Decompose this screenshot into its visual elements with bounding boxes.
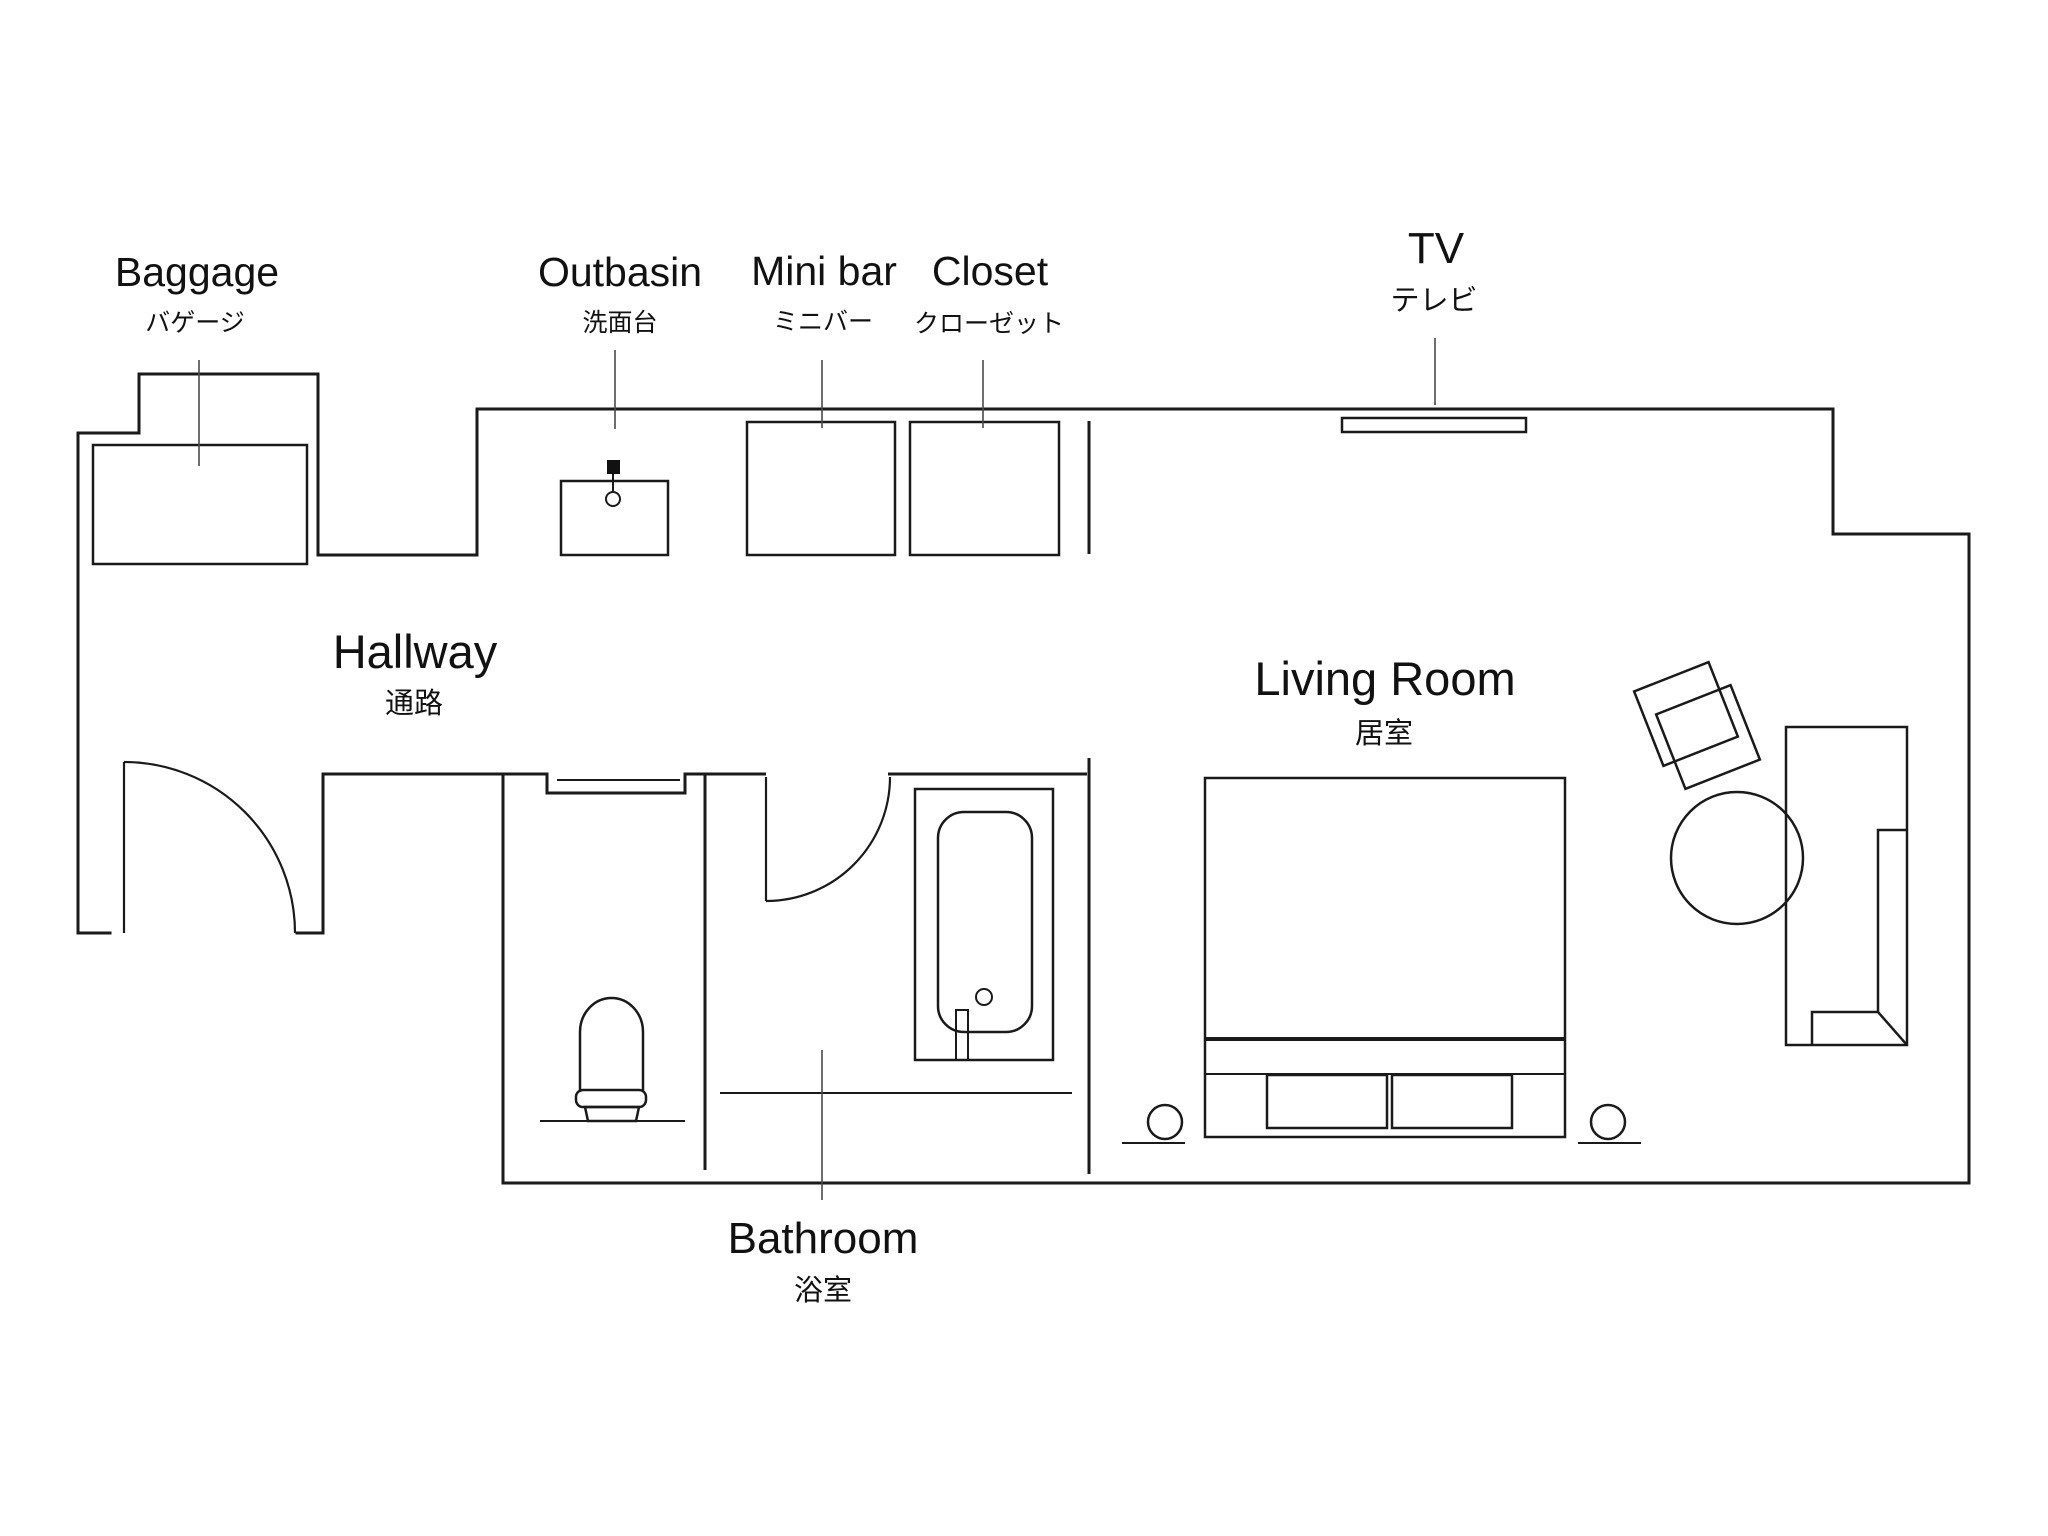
sofa-backrest bbox=[1810, 828, 1907, 1045]
lamp-circle-right bbox=[1589, 1103, 1627, 1141]
washbasin bbox=[559, 460, 670, 557]
sofa-outline bbox=[1784, 725, 1909, 1047]
toilet-seat bbox=[574, 1088, 648, 1109]
label-tv-jp: テレビ bbox=[1390, 285, 1477, 317]
washbasin-counter bbox=[559, 479, 670, 557]
bedside-lamp-right bbox=[1578, 1103, 1641, 1144]
bathtub-inner bbox=[936, 810, 1034, 1034]
label-closet-en: Closet bbox=[932, 248, 1049, 294]
leader-lines bbox=[198, 338, 1436, 1200]
outer-walls bbox=[76, 372, 1971, 1185]
entry-door bbox=[122, 760, 297, 934]
mini-bar-cabinet bbox=[745, 420, 897, 557]
lamp-circle-left bbox=[1146, 1103, 1184, 1141]
pillow-right bbox=[1390, 1073, 1514, 1130]
label-minibar-en: Mini bar bbox=[751, 248, 897, 294]
armchair bbox=[1632, 660, 1762, 791]
interior-walls bbox=[503, 421, 1091, 1174]
label-baggage-en: Baggage bbox=[115, 249, 279, 295]
outer-boundary bbox=[76, 372, 1971, 1185]
label-hallway-en: Hallway bbox=[333, 625, 498, 678]
bathtub-outer bbox=[913, 787, 1055, 1062]
labels: Baggage バゲージ Outbasin 洗面台 Mini bar ミニバー … bbox=[115, 224, 1516, 1307]
furniture bbox=[91, 416, 1909, 1144]
bed-outline bbox=[1203, 776, 1567, 1139]
label-living-room-en: Living Room bbox=[1254, 652, 1515, 705]
toilet-top-wall bbox=[503, 772, 766, 795]
label-bathroom-en: Bathroom bbox=[728, 1214, 919, 1263]
label-tv-en: TV bbox=[1408, 224, 1465, 273]
label-living-room-jp: 居室 bbox=[1355, 717, 1413, 750]
sofa-corner-diagonal bbox=[1877, 1011, 1908, 1046]
closet-cabinet bbox=[908, 420, 1061, 557]
toilet-bowl bbox=[578, 996, 645, 1092]
bathroom-door bbox=[764, 776, 892, 903]
sofa bbox=[1784, 725, 1909, 1047]
faucet-icon bbox=[607, 460, 620, 474]
label-minibar-jp: ミニバー bbox=[773, 308, 873, 336]
label-baggage-jp: バゲージ bbox=[145, 309, 245, 337]
label-closet-jp: クローゼット bbox=[914, 310, 1064, 338]
label-outbasin-en: Outbasin bbox=[538, 249, 702, 295]
round-table bbox=[1669, 790, 1805, 926]
basin-drain bbox=[605, 491, 621, 507]
armchair-back bbox=[1654, 683, 1762, 791]
bedside-lamp-left bbox=[1122, 1103, 1185, 1144]
toilet-base bbox=[583, 1105, 641, 1123]
armchair-seat bbox=[1632, 660, 1740, 768]
tv-unit bbox=[1340, 416, 1528, 434]
bed bbox=[1203, 776, 1567, 1139]
entry-door-arc bbox=[123, 760, 297, 934]
bathtub-faucet bbox=[955, 1009, 969, 1061]
bathroom-door-arc bbox=[765, 776, 892, 903]
pillow-left bbox=[1265, 1073, 1389, 1130]
label-bathroom-jp: 浴室 bbox=[794, 1274, 852, 1307]
bathtub bbox=[913, 787, 1055, 1062]
bathtub-drain bbox=[975, 988, 993, 1006]
label-hallway-jp: 通路 bbox=[385, 687, 443, 720]
toilet bbox=[540, 996, 685, 1123]
baggage-rack bbox=[91, 443, 309, 566]
label-outbasin-jp: 洗面台 bbox=[582, 309, 657, 337]
